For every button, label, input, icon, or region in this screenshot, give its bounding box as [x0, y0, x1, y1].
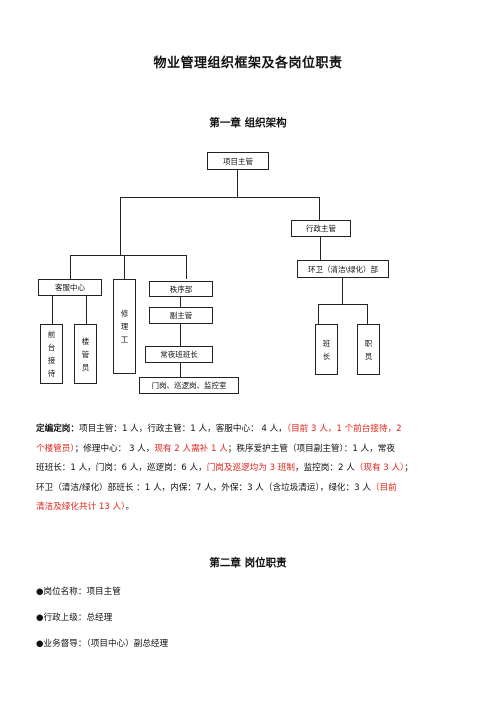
bullet-admin-superior: ●行政上级：总经理	[36, 613, 113, 623]
org-repair: 修 理 工	[113, 279, 136, 374]
connector	[52, 296, 53, 324]
staffing-line-1: 定编定岗：项目主管：1 人，行政主管：1 人，客服中心： 4 人，（目前 3 人…	[36, 424, 402, 434]
chapter-2-title: 第二章 岗位职责	[209, 557, 287, 569]
org-team-leader: 班 长	[315, 324, 338, 375]
org-vice-manager: 副主管	[149, 307, 213, 324]
bullet-business-supervisor: ●业务督导：（项目中心）副总经理	[36, 639, 169, 649]
org-front-desk: 前 台 接 待	[40, 324, 63, 384]
staffing-paragraph: 定编定岗：项目主管：1 人，行政主管：1 人，客服中心： 4 人，（目前 3 人…	[36, 420, 464, 518]
org-shift-leader: 常夜班班长	[145, 346, 213, 363]
chapter-1-title: 第一章 组织架构	[209, 117, 287, 129]
connector	[320, 237, 321, 260]
org-staff: 职 员	[357, 324, 380, 375]
org-project-manager: 项目主管	[207, 152, 269, 170]
staffing-line-3: 班班长：1 人，门岗：6 人，巡逻岗：6 人，门岗及巡逻均为 3 班制，监控岗：…	[36, 463, 413, 473]
org-customer-center: 客服中心	[38, 279, 102, 296]
connector	[342, 278, 343, 304]
connector	[367, 304, 368, 324]
connector	[319, 197, 320, 220]
connector	[120, 197, 320, 198]
staffing-line-4: 环卫（清洁/绿化）部班长 ：1 人，内保：7 人，外保：3 人（含垃圾清运），绿…	[36, 482, 397, 493]
connector	[180, 297, 181, 307]
connector	[120, 197, 121, 255]
connector	[180, 363, 181, 377]
document-title: 物业管理组织框架及各岗位职责	[153, 56, 343, 71]
connector	[237, 170, 238, 197]
connector	[186, 255, 187, 279]
org-order-dept: 秩序部	[149, 281, 213, 297]
staffing-line-2: 个楼管员）；修理中心： 3 人，现有 2 人需补 1 人；秩序爱护主管（项目副主…	[36, 443, 395, 454]
connector	[318, 304, 319, 324]
connector	[318, 304, 368, 305]
org-admin-manager: 行政主管	[291, 220, 351, 237]
org-building-keeper: 楼 管 员	[74, 324, 97, 384]
connector	[180, 324, 181, 346]
connector	[86, 296, 87, 324]
connector	[70, 255, 187, 256]
org-posts: 门岗、巡逻岗、监控室	[139, 377, 239, 394]
staffing-line-5: 清洁及绿化共计 13 人）。	[36, 502, 135, 512]
connector	[70, 255, 71, 279]
bullet-position-name: ●岗位名称：项目主管	[36, 587, 121, 597]
connector	[124, 255, 125, 279]
org-env-dept: 环卫（清洁\绿化）部	[297, 260, 389, 278]
